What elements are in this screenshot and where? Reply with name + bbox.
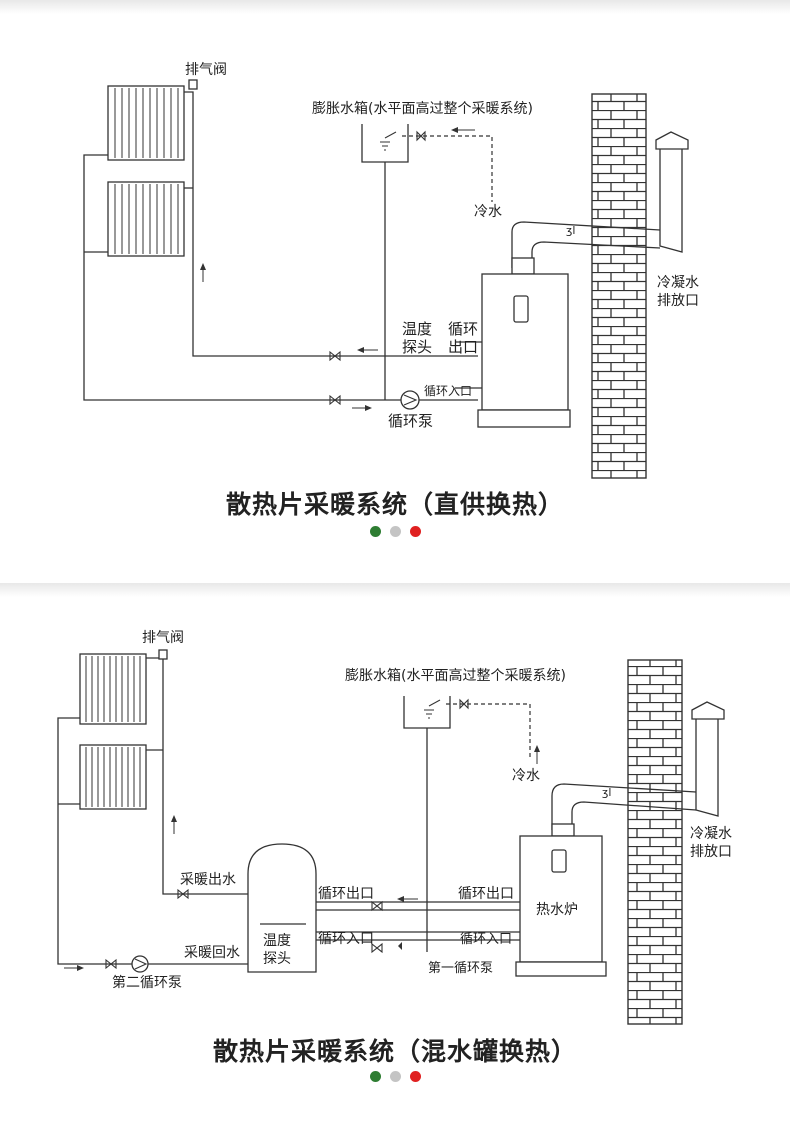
boiler-unit	[515, 823, 607, 977]
first-pump-label: 第一循环泵	[428, 961, 493, 976]
valve-icon	[105, 958, 117, 970]
tank-circ-in-label: 循环入口	[318, 931, 374, 947]
dot-red[interactable]	[409, 526, 421, 537]
condensate-label-2: 排放口	[657, 293, 699, 309]
boiler-circ-in-label: 循环入口	[460, 932, 512, 947]
diagram-mixing-tank: 排气阀 采暖出水 采暖回水 第二循环泵 温度 探头 循环出口 循环入口 循环出口…	[57, 630, 732, 1025]
flue-pipe: ʒl	[511, 131, 689, 268]
svg-text:ʒl: ʒl	[602, 786, 611, 799]
temp-probe-label-1: 温度	[263, 933, 291, 949]
diagram-title-mixing: 散热片采暖系统（混水罐换热）	[212, 1037, 577, 1066]
condensate-label-1: 冷凝水	[690, 826, 732, 842]
pump-label: 循环泵	[388, 412, 433, 430]
condensate-label-2: 排放口	[690, 844, 732, 860]
flow-arrow-left-cold	[451, 127, 475, 133]
cold-water-label: 冷水	[474, 204, 502, 220]
dot-gray[interactable]	[389, 526, 401, 537]
second-pump-icon	[131, 955, 149, 973]
boiler-label: 热水炉	[536, 902, 578, 918]
flow-arrow-left	[357, 347, 378, 353]
tank-circ-out-label: 循环出口	[318, 886, 374, 902]
condensate-label-1: 冷凝水	[657, 275, 699, 291]
pagination-dots	[0, 1071, 790, 1082]
flow-arrow-up-cold	[534, 745, 540, 764]
dot-green[interactable]	[369, 526, 381, 537]
flow-arrow-right	[64, 965, 84, 971]
radiator-upper	[107, 85, 185, 161]
vent-valve-label: 排气阀	[142, 630, 184, 646]
radiator-upper	[79, 653, 147, 725]
radiator-lower	[79, 744, 147, 810]
svg-text:ʒl: ʒl	[566, 224, 575, 237]
circ-out-label-2: 出口	[448, 338, 478, 356]
valve-icon	[177, 888, 189, 900]
cold-water-valve-icon	[459, 698, 469, 710]
temp-probe-label-2: 探头	[263, 951, 291, 967]
valve-icon	[329, 394, 341, 406]
vent-valve-label: 排气阀	[185, 62, 227, 78]
expansion-tank-label: 膨胀水箱(水平面高过整个采暖系统)	[312, 100, 533, 117]
valve-icon	[329, 350, 341, 362]
cold-water-valve-icon	[416, 130, 426, 142]
radiator-lower	[107, 181, 185, 257]
expansion-tank-label: 膨胀水箱(水平面高过整个采暖系统)	[345, 667, 566, 684]
diagram-title-direct: 散热片采暖系统（直供换热）	[225, 490, 564, 519]
top-divider	[0, 0, 790, 14]
valve-icon	[371, 900, 383, 912]
pump-icon	[400, 390, 420, 410]
section-divider	[0, 583, 790, 597]
flow-arrow-right	[352, 405, 372, 411]
diagram-direct-supply: 排气阀 膨胀水箱(水平面高过整个采暖系统) 冷水 ʒl 冷凝水 排放口 温度 探…	[83, 62, 699, 479]
flow-arrow-left	[397, 896, 418, 902]
dot-red[interactable]	[409, 1071, 421, 1082]
first-pump-icon	[398, 942, 402, 950]
circ-out-label-1: 循环	[448, 320, 478, 338]
boiler-unit	[477, 257, 571, 428]
cold-water-label: 冷水	[512, 768, 540, 784]
flow-arrow-up	[171, 815, 177, 834]
flow-arrow-up	[200, 263, 206, 282]
expansion-tank	[361, 124, 409, 163]
pagination-dots	[0, 526, 790, 537]
expansion-tank	[403, 696, 451, 729]
circ-in-label: 循环入口	[424, 384, 472, 398]
heating-return-label: 采暖回水	[184, 945, 240, 961]
heating-out-label: 采暖出水	[180, 872, 236, 888]
vent-valve-icon	[188, 79, 198, 90]
temp-probe-label-1: 温度	[402, 320, 432, 338]
flue-pipe: ʒl	[551, 701, 725, 830]
vent-valve-icon	[158, 649, 168, 660]
mixing-tank	[247, 843, 317, 973]
temp-probe-label-2: 探头	[402, 338, 432, 356]
dot-gray[interactable]	[389, 1071, 401, 1082]
boiler-circ-out-label: 循环出口	[458, 886, 514, 902]
dot-green[interactable]	[369, 1071, 381, 1082]
valve-icon	[371, 942, 383, 954]
chimney	[591, 93, 647, 479]
second-pump-label: 第二循环泵	[112, 974, 182, 991]
chimney	[627, 659, 683, 1025]
